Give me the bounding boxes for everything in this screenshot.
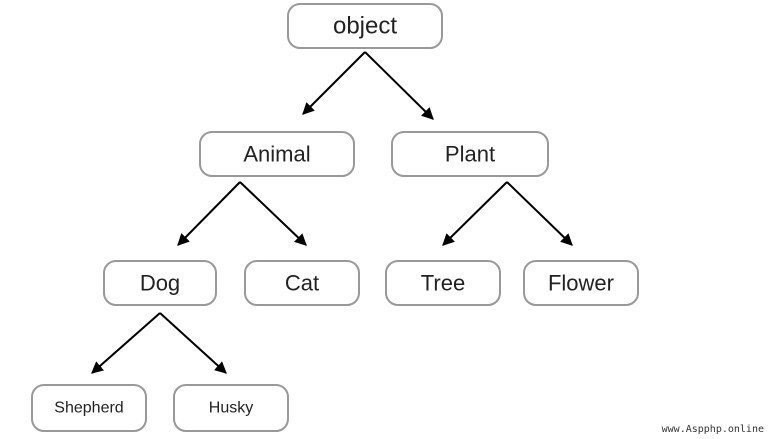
node-box — [391, 131, 549, 177]
edge-object-to-animal — [302, 51, 366, 115]
node-label: Plant — [445, 142, 495, 167]
node-box — [173, 384, 289, 432]
edge-object-to-plant — [364, 51, 434, 120]
node-animal: Animal — [199, 131, 355, 177]
node-box — [199, 131, 355, 177]
edge-animal-to-dog — [177, 181, 241, 246]
node-label: Dog — [140, 271, 180, 296]
node-label: Tree — [421, 271, 465, 296]
node-object: object — [287, 3, 443, 49]
node-box — [31, 384, 147, 432]
node-box — [385, 260, 501, 306]
edge-plant-to-tree — [442, 181, 508, 246]
node-tree: Tree — [385, 260, 501, 306]
edge-dog-to-shepherd — [91, 312, 161, 374]
node-box — [244, 260, 360, 306]
edge-animal-to-cat — [239, 181, 307, 246]
node-cat: Cat — [244, 260, 360, 306]
node-plant: Plant — [391, 131, 549, 177]
node-husky: Husky — [173, 384, 289, 432]
node-flower: Flower — [523, 260, 639, 306]
node-label: Animal — [243, 142, 310, 167]
edges — [91, 51, 573, 374]
node-label: Flower — [548, 271, 614, 296]
node-dog: Dog — [103, 260, 217, 306]
watermark-text: www.Aspphp.online — [661, 424, 764, 435]
node-box — [287, 3, 443, 49]
edge-plant-to-flower — [506, 181, 573, 246]
edge-dog-to-husky — [159, 312, 227, 374]
node-box — [103, 260, 217, 306]
node-shepherd: Shepherd — [31, 384, 147, 432]
node-label: Cat — [285, 271, 319, 296]
node-label: object — [333, 13, 397, 40]
node-box — [523, 260, 639, 306]
node-label: Husky — [209, 400, 253, 417]
node-label: Shepherd — [54, 400, 123, 417]
